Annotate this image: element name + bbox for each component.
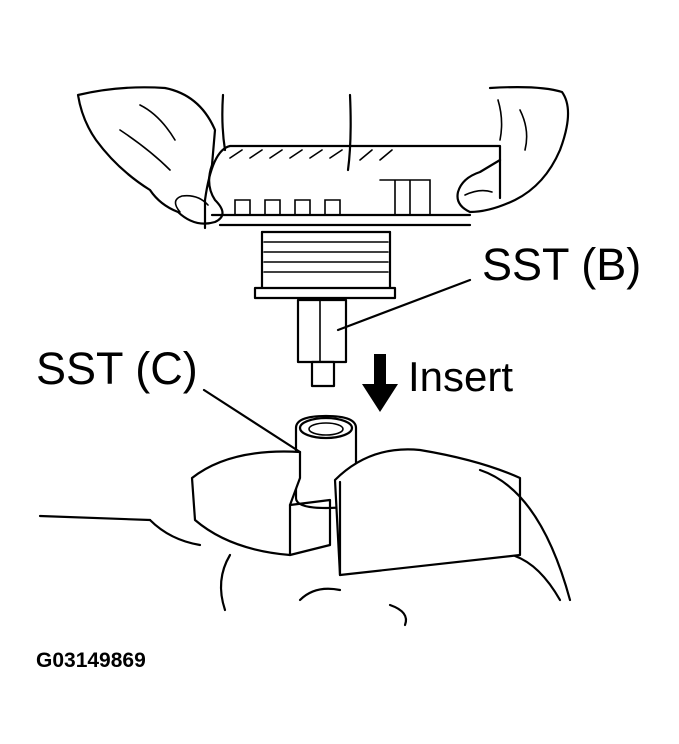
figure-id: G03149869 [36, 649, 146, 672]
pulley [253, 230, 397, 300]
label-insert: Insert [408, 353, 514, 400]
vise [38, 448, 572, 627]
left-hand [76, 86, 224, 225]
leader-line-b [336, 278, 472, 332]
right-hand [456, 86, 570, 214]
sst-b-tool [296, 298, 348, 388]
label-sst-c: SST (C) [36, 343, 198, 394]
insert-arrow [362, 354, 398, 412]
label-sst-b: SST (B) [482, 239, 642, 290]
alternator-housing [203, 93, 502, 230]
leader-line-c [202, 388, 302, 454]
